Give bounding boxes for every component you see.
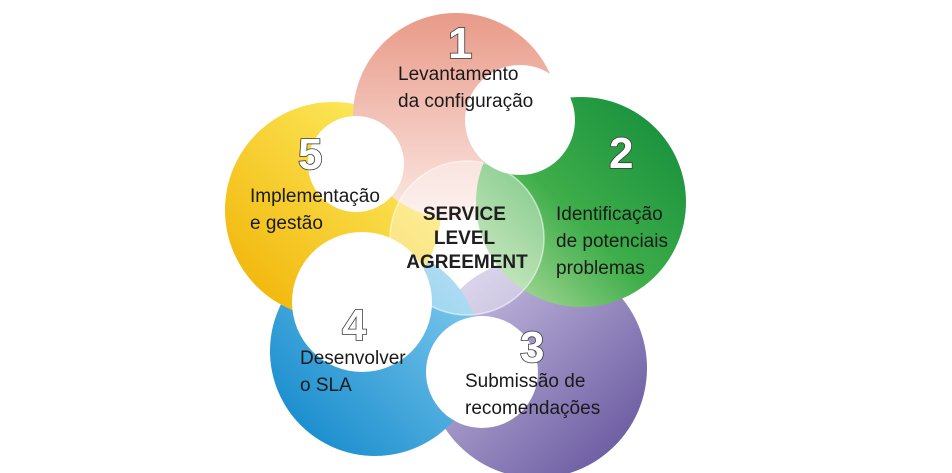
step-2-line-1: Identificação <box>556 204 663 225</box>
step-1-line-2: da configuração <box>398 91 533 112</box>
step-3-line-1: Submissão de <box>465 371 585 392</box>
step-4-number: 4 <box>342 301 367 350</box>
center-line-2: LEVEL <box>434 228 496 249</box>
step-4-line-1: Desenvolver <box>300 348 406 369</box>
step-5-line-2: e gestão <box>250 213 323 234</box>
center-line-1: SERVICE <box>423 204 506 225</box>
petal-2 <box>465 65 686 307</box>
step-1-number: 1 <box>448 19 472 68</box>
center-line-3: AGREEMENT <box>406 252 528 273</box>
step-4-line-2: o SLA <box>300 375 352 396</box>
step-1-label: Levantamento da configuração <box>398 64 533 112</box>
step-2-line-2: de potenciais <box>556 231 668 252</box>
center-circle <box>389 160 545 316</box>
step-3-label: Submissão de recomendações <box>465 371 600 419</box>
center-label: SERVICE LEVEL AGREEMENT <box>406 204 528 273</box>
step-2-label: Identificação de potenciais problemas <box>556 204 673 279</box>
petal-1-notch <box>308 116 404 212</box>
step-5-line-1: Implementação <box>250 186 380 207</box>
petal-2-notch <box>465 65 575 175</box>
step-2-line-3: problemas <box>556 258 645 279</box>
step-4-label: Desenvolver o SLA <box>300 348 411 396</box>
step-2-number: 2 <box>609 129 633 178</box>
step-5-number: 5 <box>298 130 322 179</box>
petal-5-notch <box>292 232 432 372</box>
step-3-number: 3 <box>520 323 544 372</box>
step-3-line-2: recomendações <box>465 398 600 419</box>
petal-4-notch <box>426 316 538 428</box>
step-5-label: Implementação e gestão <box>250 186 385 234</box>
step-1-line-1: Levantamento <box>398 64 518 85</box>
